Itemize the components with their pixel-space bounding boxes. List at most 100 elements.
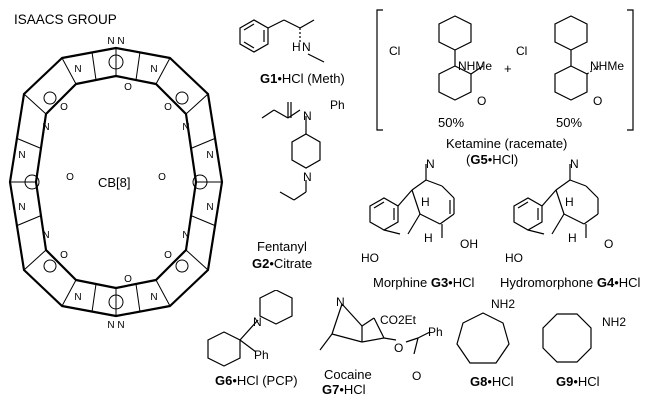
g7-structure xyxy=(319,303,431,355)
g2-id: G2 xyxy=(252,256,270,271)
g4-h2: H xyxy=(568,231,577,245)
g5-id: G5 xyxy=(470,152,488,167)
svg-text:N: N xyxy=(182,122,189,133)
g7-o1: O xyxy=(394,341,404,355)
g3-label: Morphine G3•HCl xyxy=(373,276,474,289)
svg-text:N: N xyxy=(18,150,25,161)
g3-salt: •HCl xyxy=(448,275,475,290)
svg-text:O: O xyxy=(60,102,68,113)
svg-text:O: O xyxy=(158,172,166,183)
g8-id: G8 xyxy=(470,374,488,389)
g5-plus: + xyxy=(504,61,512,76)
g6-id: G6 xyxy=(215,373,233,388)
g2-structure xyxy=(261,102,321,201)
g4-label: Hydromorphone G4•HCl xyxy=(500,276,640,289)
g6-n: N xyxy=(253,315,262,329)
svg-text:N N: N N xyxy=(107,36,124,47)
g6-note: (PCP) xyxy=(262,373,298,388)
svg-text:N: N xyxy=(42,122,49,133)
g4-o: O xyxy=(604,237,614,251)
g4-structure xyxy=(513,164,599,238)
g5-brackets xyxy=(376,9,634,131)
svg-text:N: N xyxy=(42,230,49,241)
g1-salt: •HCl xyxy=(277,71,304,86)
g5-label: (G5•HCl) xyxy=(466,152,519,167)
g5-pct-b: 50% xyxy=(556,115,583,130)
g3-ho: HO xyxy=(361,251,379,265)
g8-label: G8•HCl xyxy=(470,375,514,388)
g4-h1: H xyxy=(565,195,574,209)
cb8-structure: N N N N N N N N N N N N N N N N O O O O O O O O xyxy=(8,36,224,331)
g7-label: G7•HCl xyxy=(322,383,366,396)
g2-salt: •Citrate xyxy=(269,256,313,271)
g6-structure xyxy=(207,290,293,367)
g5-cl-b: Cl xyxy=(516,44,528,58)
g5-pct-a: 50% xyxy=(438,115,465,130)
g1-h: H xyxy=(292,40,301,54)
svg-text:N: N xyxy=(182,230,189,241)
g7-name: Cocaine xyxy=(324,367,372,382)
group-title: ISAACS GROUP xyxy=(14,12,117,27)
g3-structure xyxy=(369,164,455,238)
g3-id: G3 xyxy=(430,275,449,290)
svg-text:O: O xyxy=(164,250,172,261)
g2-ph: Ph xyxy=(330,98,345,112)
svg-text:N: N xyxy=(74,292,81,303)
g3-oh: OH xyxy=(460,237,478,251)
g9-structure xyxy=(542,313,592,363)
svg-text:N: N xyxy=(206,150,213,161)
g5-o-a: O xyxy=(477,94,487,108)
g7-n: N xyxy=(336,295,345,309)
g6-ph: Ph xyxy=(254,348,269,362)
g6-salt: •HCl xyxy=(232,373,259,388)
g3-n: N xyxy=(426,157,435,171)
g2-label: G2•Citrate xyxy=(252,257,312,270)
g4-n: N xyxy=(570,157,579,171)
svg-text:N: N xyxy=(74,64,81,75)
g1-note: (Meth) xyxy=(307,71,345,86)
g3-h1: H xyxy=(421,195,430,209)
g5-salt: •HCl xyxy=(487,152,514,167)
g7-id: G7 xyxy=(322,382,340,397)
g9-nh2: NH2 xyxy=(602,315,627,329)
g7-salt: •HCl xyxy=(339,382,366,397)
g6-label: G6•HCl (PCP) xyxy=(215,374,298,387)
svg-text:O: O xyxy=(66,172,74,183)
g8-structure xyxy=(456,312,510,364)
g3-h2: H xyxy=(424,231,433,245)
g9-id: G9 xyxy=(556,374,574,389)
g5-nhme-a: NHMe xyxy=(458,59,493,73)
svg-text:N N: N N xyxy=(107,320,124,331)
svg-text:O: O xyxy=(124,274,132,285)
g5-o-b: O xyxy=(593,94,603,108)
g4-name: Hydromorphone xyxy=(500,275,594,290)
g1-n: N xyxy=(302,40,311,54)
g4-id: G4 xyxy=(596,275,615,290)
g9-label: G9•HCl xyxy=(556,375,600,388)
svg-text:O: O xyxy=(124,82,132,93)
svg-text:O: O xyxy=(60,250,68,261)
g2-name: Fentanyl xyxy=(257,239,307,254)
g5-name: Ketamine (racemate) xyxy=(446,136,568,151)
g3-name: Morphine xyxy=(373,275,428,290)
g9-salt: •HCl xyxy=(573,374,600,389)
g7-co2et: CO2Et xyxy=(380,313,417,327)
svg-text:N: N xyxy=(18,202,25,213)
svg-text:O: O xyxy=(164,102,172,113)
g2-n1: N xyxy=(303,109,312,123)
g8-salt: •HCl xyxy=(487,374,514,389)
g1-label: G1•HCl (Meth) xyxy=(260,72,345,85)
svg-text:N: N xyxy=(150,64,157,75)
g7-o2: O xyxy=(412,369,422,383)
svg-text:N: N xyxy=(206,202,213,213)
host-label: CB[8] xyxy=(98,175,131,190)
g5-nhme-b: NHMe xyxy=(590,59,625,73)
g7-ph: Ph xyxy=(428,325,443,339)
g4-ho: HO xyxy=(505,251,523,265)
g2-n2: N xyxy=(303,170,312,184)
g5-cl-a: Cl xyxy=(389,44,401,58)
g1-structure xyxy=(239,19,325,63)
svg-text:N: N xyxy=(150,292,157,303)
g8-nh2: NH2 xyxy=(491,297,516,311)
